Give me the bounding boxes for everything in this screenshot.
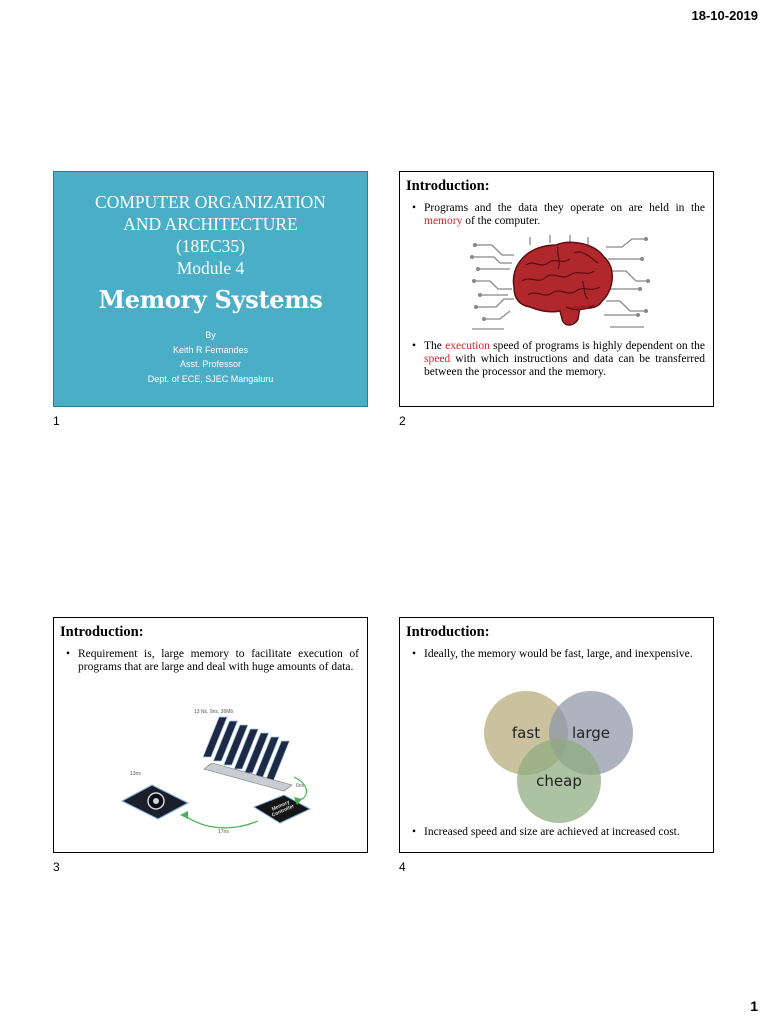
figure-label: 6ns	[296, 783, 305, 789]
page-number: 1	[750, 998, 758, 1014]
venn-diagram: fast large cheap	[484, 691, 633, 823]
slide-3: Introduction: Requirement is, large memo…	[53, 617, 368, 853]
processor-board-icon	[120, 784, 190, 820]
document-date: 18-10-2019	[691, 8, 759, 23]
memory-system-diagram: 13 Ns, 9ns, 36Mb 6ns Memory Controller 1…	[120, 709, 312, 835]
figure-label: 13ns	[130, 771, 141, 777]
slide-main-title: Memory Systems	[98, 285, 323, 314]
venn-circle-cheap	[517, 739, 601, 823]
course-title: COMPUTER ORGANIZATION AND ARCHITECTURE (…	[95, 192, 326, 278]
venn-label: cheap	[536, 772, 582, 790]
bullet-text: The execution speed of programs is highl…	[400, 340, 713, 379]
brain-circuit-image	[470, 235, 650, 330]
figure-label: 17ns	[218, 829, 229, 835]
slide-number: 2	[399, 414, 406, 428]
bullet-text: Programs and the data they operate on ar…	[400, 202, 713, 228]
bullet-text: Increased speed and size are achieved at…	[400, 826, 713, 839]
slide-number: 4	[399, 860, 406, 874]
slide-2: Introduction: Programs and the data they…	[399, 171, 714, 407]
slide-number: 1	[53, 414, 60, 428]
slide-heading: Introduction:	[406, 178, 490, 194]
slide-4: Introduction: Ideally, the memory would …	[399, 617, 714, 853]
bullet-text: Requirement is, large memory to facilita…	[54, 648, 367, 674]
slide-heading: Introduction:	[406, 624, 490, 640]
bullet-text: Ideally, the memory would be fast, large…	[400, 648, 713, 661]
slide-number: 3	[53, 860, 60, 874]
slide-heading: Introduction:	[60, 624, 144, 640]
ram-modules-icon	[202, 716, 293, 792]
figure-label: 13 Ns, 9ns, 36Mb	[194, 709, 233, 715]
venn-label: large	[572, 724, 610, 742]
slide-1-title: COMPUTER ORGANIZATION AND ARCHITECTURE (…	[53, 171, 368, 407]
author-block: By Keith R Fernandes Asst. Professor Dep…	[147, 330, 274, 384]
venn-label: fast	[512, 724, 540, 742]
